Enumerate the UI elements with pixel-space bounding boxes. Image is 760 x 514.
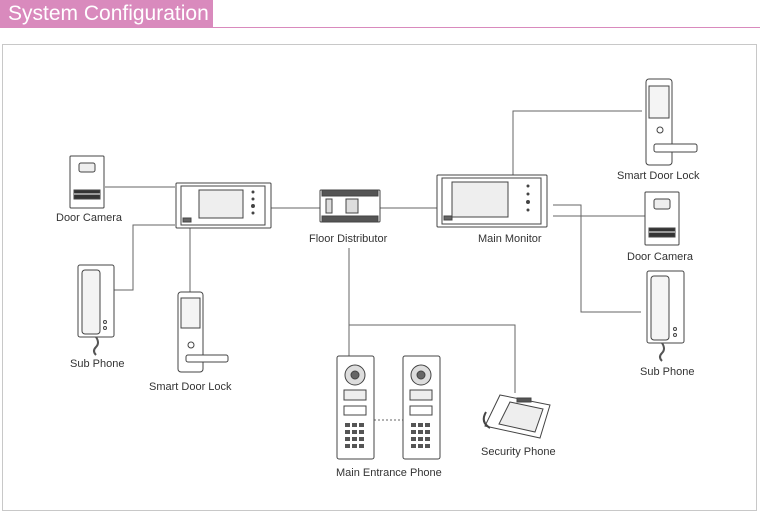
label-door-camera-right: Door Camera bbox=[627, 251, 694, 263]
label-security-phone: Security Phone bbox=[481, 446, 556, 458]
header-divider bbox=[0, 27, 760, 28]
security-phone-device bbox=[482, 394, 551, 439]
smart-door-lock-right-device bbox=[645, 78, 698, 166]
diagram-frame bbox=[2, 44, 757, 511]
main-entrance-phone-panel-2 bbox=[402, 355, 441, 460]
door-camera-right-device bbox=[644, 191, 680, 246]
label-smart-door-lock-right: Smart Door Lock bbox=[617, 170, 700, 182]
main-monitor-device bbox=[436, 174, 548, 228]
sub-phone-right-device bbox=[646, 270, 685, 362]
label-main-monitor: Main Monitor bbox=[478, 233, 542, 245]
section-title: System Configuration bbox=[0, 0, 213, 27]
monitor-left-device bbox=[175, 182, 272, 229]
main-entrance-phone-panel-1 bbox=[336, 355, 375, 460]
floor-distributor-device bbox=[319, 189, 381, 223]
label-sub-phone-left: Sub Phone bbox=[70, 358, 125, 370]
label-door-camera-left: Door Camera bbox=[56, 212, 123, 224]
door-camera-left-device bbox=[69, 155, 105, 209]
connection-lines bbox=[105, 110, 645, 421]
line-main-monitor-sub-phone-right bbox=[553, 204, 641, 313]
line-distributor-security bbox=[348, 248, 516, 393]
label-sub-phone-right: Sub Phone bbox=[640, 366, 695, 378]
label-floor-distributor: Floor Distributor bbox=[309, 233, 388, 245]
smart-door-lock-left-device bbox=[177, 291, 229, 373]
label-smart-door-lock-left: Smart Door Lock bbox=[149, 381, 232, 393]
line-sub-phone-left bbox=[114, 224, 175, 291]
line-main-monitor-lock-right bbox=[512, 110, 642, 175]
sub-phone-left-device bbox=[77, 264, 115, 356]
label-main-entrance-phone: Main Entrance Phone bbox=[336, 467, 442, 479]
